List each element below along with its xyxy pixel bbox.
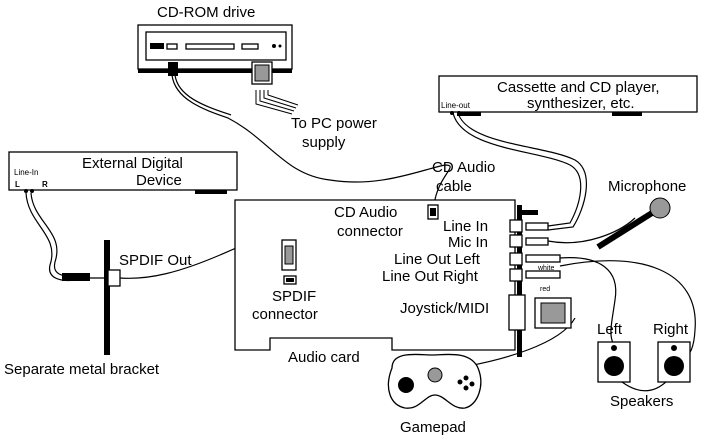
label-cd-audio-connector-line2: connector: [337, 223, 403, 240]
power-lead-3: [263, 90, 297, 109]
label-right-speaker: Right: [653, 321, 689, 338]
cassette-cd-player: [438, 75, 698, 116]
label-red: red: [540, 286, 550, 293]
power-lead-4: [267, 90, 299, 106]
label-cd-audio-cable-line2: cable: [436, 178, 472, 195]
label-mic-in: Mic In: [448, 234, 488, 251]
label-spdif-out: SPDIF Out: [119, 252, 192, 269]
gamepad: [387, 353, 482, 409]
label-audio-card: Audio card: [288, 349, 360, 366]
label-separate-metal-bracket: Separate metal bracket: [4, 361, 160, 378]
label-player-line1: Cassette and CD player,: [497, 79, 660, 96]
audio-card: [234, 199, 538, 357]
label-line-out-left: Line Out Left: [394, 251, 481, 268]
microphone-cable: [547, 217, 636, 244]
label-player-line2: synthesizer, etc.: [527, 95, 635, 112]
label-white: white: [537, 265, 554, 272]
ext-linein-cable-b: [30, 192, 76, 277]
label-joystick-midi: Joystick/MIDI: [400, 300, 489, 317]
power-lead-1: [255, 90, 293, 115]
label-speakers: Speakers: [610, 393, 673, 410]
label-power-line1: To PC power: [291, 115, 377, 132]
label-line-out-right: Line Out Right: [382, 268, 479, 285]
labels: CD-ROM drive Cassette and CD player, syn…: [4, 4, 689, 436]
cables: [25, 74, 696, 392]
label-spdif-connector-line2: connector: [252, 306, 318, 323]
label-ext-linein: Line-In: [14, 168, 38, 177]
speakers: [597, 341, 691, 383]
label-cd-audio-connector-line1: CD Audio: [334, 204, 397, 221]
cd-audio-cable-b: [174, 74, 232, 116]
label-player-lineout: Line-out: [441, 101, 471, 110]
ext-linein-cable: [25, 192, 76, 282]
player-lineout-cable: [452, 112, 582, 227]
label-ext-line2: Device: [136, 172, 182, 189]
label-power-line2: supply: [302, 134, 346, 151]
label-ext-l: L: [15, 180, 20, 189]
cdrom-drive: [137, 24, 293, 85]
external-digital-device: [8, 151, 238, 194]
cd-audio-cable: [171, 74, 451, 206]
player-lineout-cable-b: [457, 112, 587, 231]
label-line-in: Line In: [443, 218, 488, 235]
label-cd-audio-cable-line1: CD Audio: [432, 159, 495, 176]
line-out-left-cable: [559, 257, 617, 346]
label-spdif-connector-line1: SPDIF: [272, 288, 316, 305]
speaker-link-cable: [621, 379, 669, 392]
metal-bracket: [62, 240, 121, 355]
label-ext-line1: External Digital: [82, 155, 183, 172]
label-cdrom-drive: CD-ROM drive: [157, 4, 255, 21]
power-lead-2: [259, 90, 295, 112]
label-gamepad: Gamepad: [400, 419, 466, 436]
card-plugs: [525, 222, 572, 329]
label-microphone: Microphone: [608, 178, 686, 195]
microphone: [596, 197, 671, 250]
label-left-speaker: Left: [597, 321, 623, 338]
label-ext-r: R: [42, 180, 48, 189]
